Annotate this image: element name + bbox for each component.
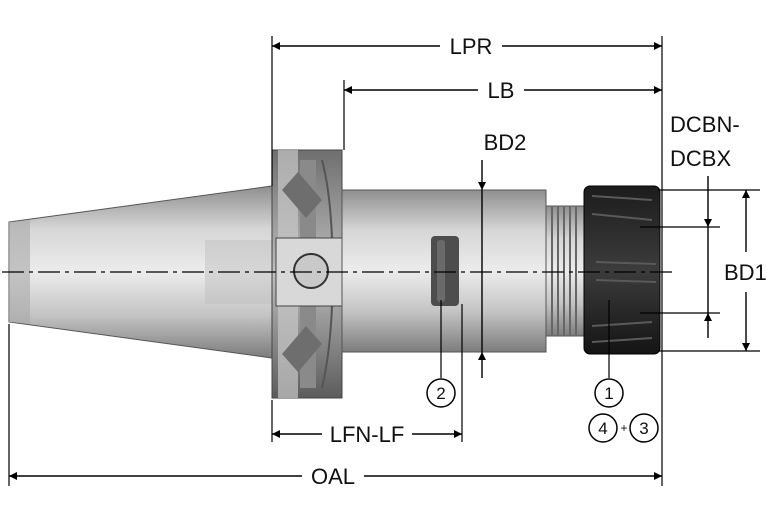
drive-key-hole: [293, 253, 329, 289]
dimension-label-lfn-lf: LFN-LF: [330, 422, 405, 447]
dimension-lines: [9, 42, 750, 480]
dimension-label-dcbn: DCBN-: [670, 112, 740, 137]
flange: [271, 149, 343, 399]
callout-4: 4: [588, 413, 618, 443]
callout-1: 1: [594, 378, 624, 408]
callout-leaders: [440, 300, 610, 378]
dimension-label-dcbx: DCBX: [670, 146, 731, 171]
collet-nut: [583, 185, 661, 355]
dimension-label-lb: LB: [488, 78, 515, 103]
callout-2-number: 2: [436, 384, 445, 403]
dimension-label-oal: OAL: [311, 464, 355, 489]
tool-holder-body: [8, 149, 661, 399]
extension-lines: [8, 36, 760, 486]
callout-1-number: 1: [604, 384, 613, 403]
callout-2: 2: [426, 378, 456, 408]
callout-3: 3: [629, 413, 659, 443]
dimension-label-bd2: BD2: [484, 130, 527, 155]
dimension-label-bd1: BD1: [724, 260, 767, 285]
callout-3-number: 3: [639, 419, 648, 438]
dimension-label-lpr: LPR: [450, 34, 493, 59]
callout-plus-sign: +: [620, 421, 627, 435]
callout-4-number: 4: [598, 419, 607, 438]
